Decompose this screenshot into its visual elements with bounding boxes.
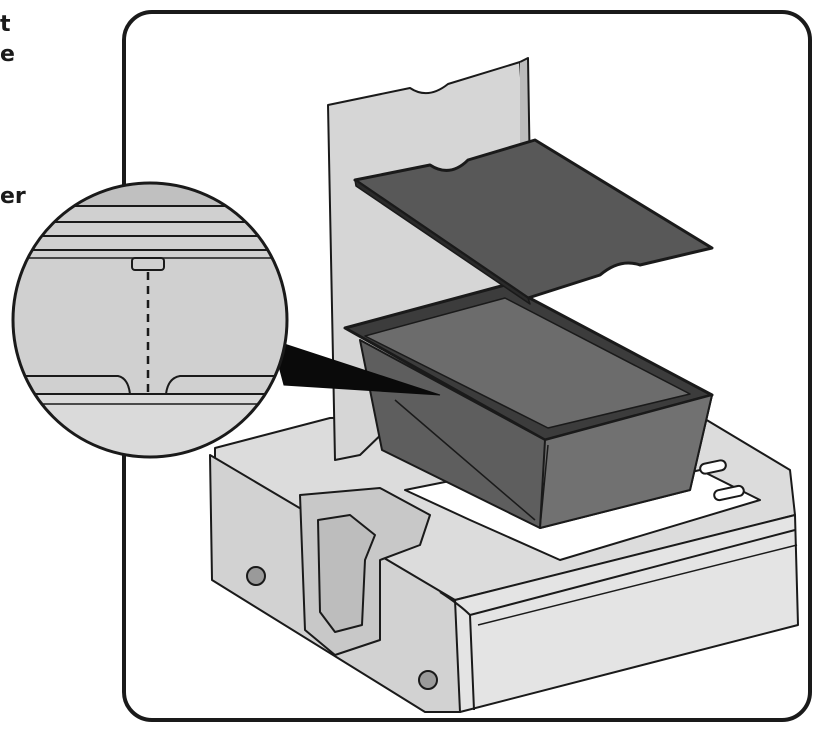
lid-top xyxy=(353,138,714,300)
base-slot-1 xyxy=(699,459,727,475)
base-corner-seam xyxy=(439,591,475,711)
tray-crease xyxy=(394,399,536,521)
tray-front-face xyxy=(539,394,713,529)
side-text-fragment-1: t xyxy=(0,12,11,37)
side-text-fragment-2: e xyxy=(0,42,15,67)
tray xyxy=(343,283,714,529)
zoom-notch xyxy=(131,257,165,271)
base-edge-line xyxy=(469,529,796,616)
lid-edge xyxy=(354,179,531,305)
base-slot-2 xyxy=(713,484,745,502)
handle-inner xyxy=(317,514,376,633)
tray-inner xyxy=(364,297,691,429)
base-edge-line-2 xyxy=(477,544,798,626)
zoom-circle-border xyxy=(11,181,289,459)
tray-bottom-line xyxy=(539,444,549,529)
base-foot-left xyxy=(246,566,266,586)
side-text-fragment-3: er xyxy=(0,184,26,209)
lid xyxy=(353,138,714,305)
base-foot-front xyxy=(418,670,438,690)
